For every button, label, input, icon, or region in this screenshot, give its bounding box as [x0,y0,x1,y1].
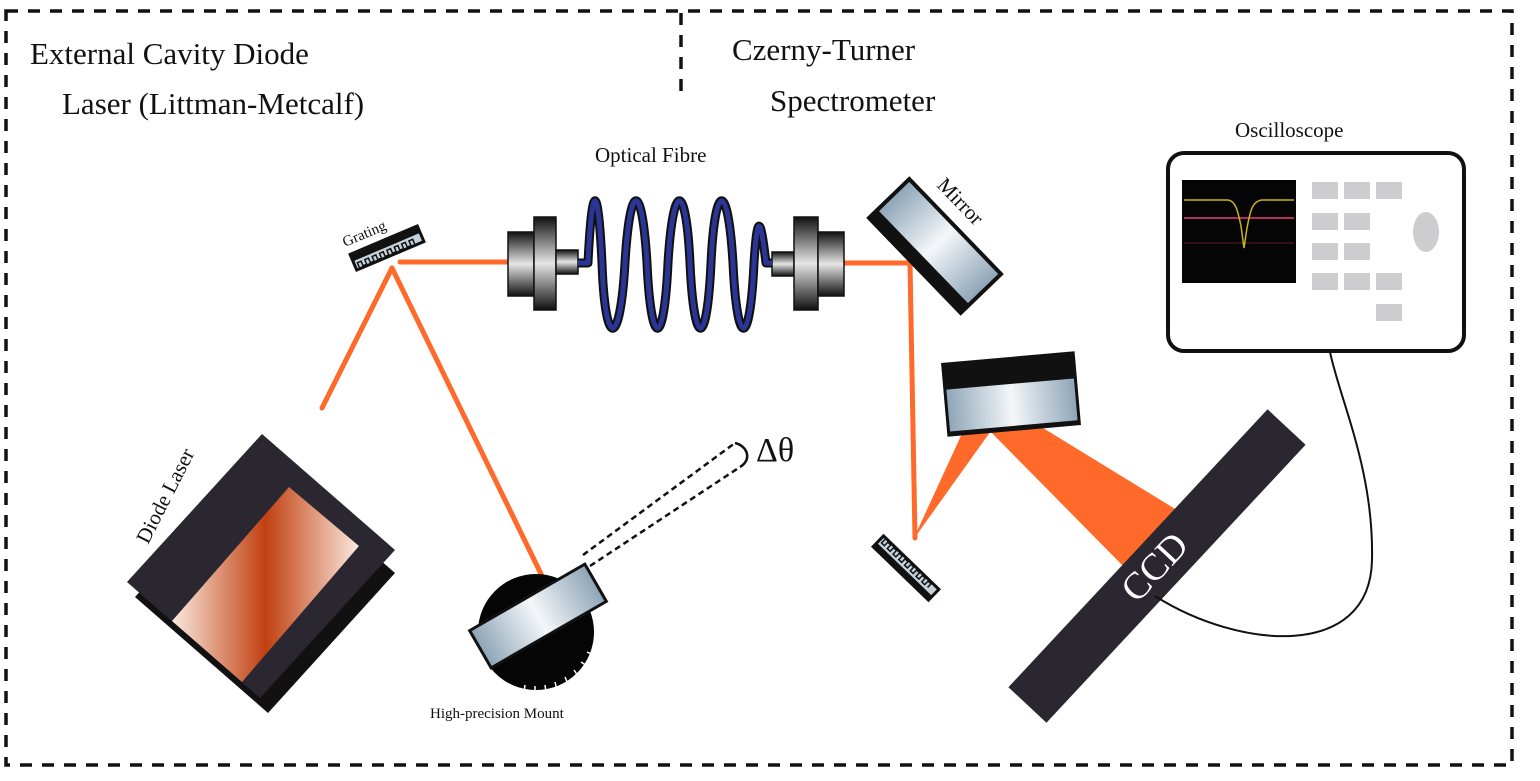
section-title-spectrometer-1: Czerny-Turner [732,32,916,67]
fibre-coupler-right [771,216,845,311]
fibre-coupler-left [507,216,579,311]
frame [4,9,1514,767]
dispersed-beam [913,420,1185,568]
oscilloscope-knob [1413,212,1439,252]
section-title-laser-1: External Cavity Diode [30,36,309,71]
section-title-laser-2: Laser (Littman-Metcalf) [62,86,364,121]
oscilloscope-screen [1182,180,1296,283]
delta-theta-label: Δθ [756,432,794,469]
high-precision-mount [467,562,609,693]
mirror-collimating [941,351,1081,437]
oscilloscope [1166,151,1466,353]
section-title-spectrometer-2: Spectrometer [770,83,936,118]
fibre-core [578,198,772,331]
angle-arc [734,441,749,469]
rotation-angle-indicator [582,441,741,568]
laser-beams [319,259,918,581]
optical-fibre-label: Optical Fibre [595,143,706,167]
signal-cable [1154,351,1374,638]
oscilloscope-buttons [1312,182,1402,321]
mount-label: High-precision Mount [430,706,565,722]
oscilloscope-label: Oscilloscope [1235,118,1343,142]
mirror-top [866,176,1004,316]
ccd-sensor [1008,409,1306,723]
grating [348,223,426,273]
diode-laser [127,434,395,713]
oscilloscope-trace [1184,199,1294,249]
spectrometer-grating [870,533,942,603]
